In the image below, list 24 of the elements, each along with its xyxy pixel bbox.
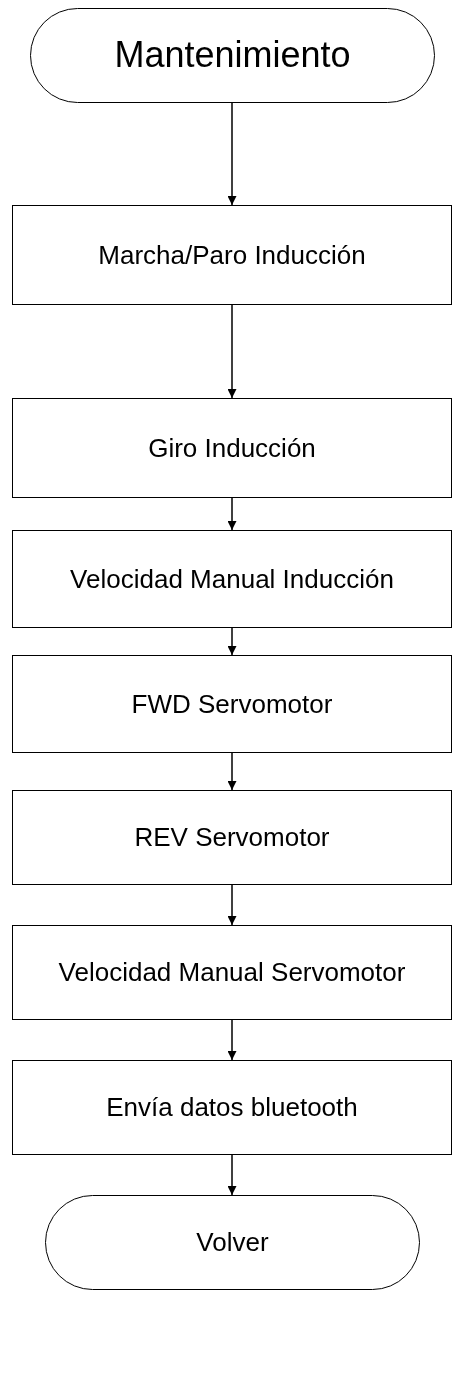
node-label: Mantenimiento xyxy=(114,33,351,78)
arrow xyxy=(227,497,237,531)
arrow xyxy=(227,752,237,791)
process-box xyxy=(12,205,452,305)
node-label: Marcha/Paro Inducción xyxy=(98,238,366,272)
arrow xyxy=(227,1019,237,1061)
arrow xyxy=(227,884,237,926)
node-label: Giro Inducción xyxy=(148,431,316,465)
arrow xyxy=(227,627,237,656)
arrow xyxy=(227,1154,237,1196)
node-label: Volver xyxy=(196,1226,269,1260)
node-label: Velocidad Manual Servomotor xyxy=(58,956,406,990)
node-label: FWD Servomotor xyxy=(131,687,333,721)
process-box xyxy=(12,790,452,885)
arrow xyxy=(227,304,237,399)
arrow xyxy=(227,102,237,206)
process-box xyxy=(12,530,452,628)
process-box xyxy=(12,925,452,1020)
process-box xyxy=(12,398,452,498)
node-label: Velocidad Manual Inducción xyxy=(70,562,394,596)
node-label: REV Servomotor xyxy=(134,821,330,855)
process-box xyxy=(12,1060,452,1155)
process-box xyxy=(12,655,452,753)
node-label: Envía datos bluetooth xyxy=(106,1091,358,1125)
